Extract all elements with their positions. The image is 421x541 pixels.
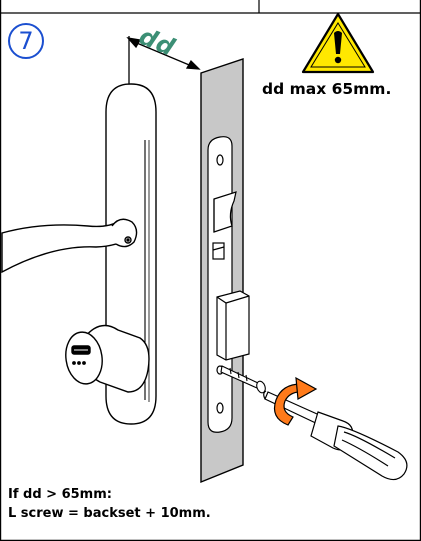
dimension-arrow xyxy=(126,36,201,84)
screwdriver xyxy=(263,390,408,481)
step-number-circle xyxy=(8,23,44,59)
note-line-condition: If dd > 65mm: xyxy=(8,487,112,502)
note-text: If dd > 65mm: L screw = backset + 10mm. xyxy=(8,485,211,523)
warning-caption: dd max 65mm. xyxy=(262,80,392,98)
step-number: 7 xyxy=(18,27,34,55)
warning-triangle-icon xyxy=(301,12,375,74)
cylinder-knob xyxy=(65,324,150,393)
rotation-arrow-icon xyxy=(273,376,318,426)
lever-handle xyxy=(1,218,138,274)
screw xyxy=(220,365,266,394)
note-line-formula: L screw = backset + 10mm. xyxy=(8,506,211,521)
lock-faceplate xyxy=(207,136,250,433)
